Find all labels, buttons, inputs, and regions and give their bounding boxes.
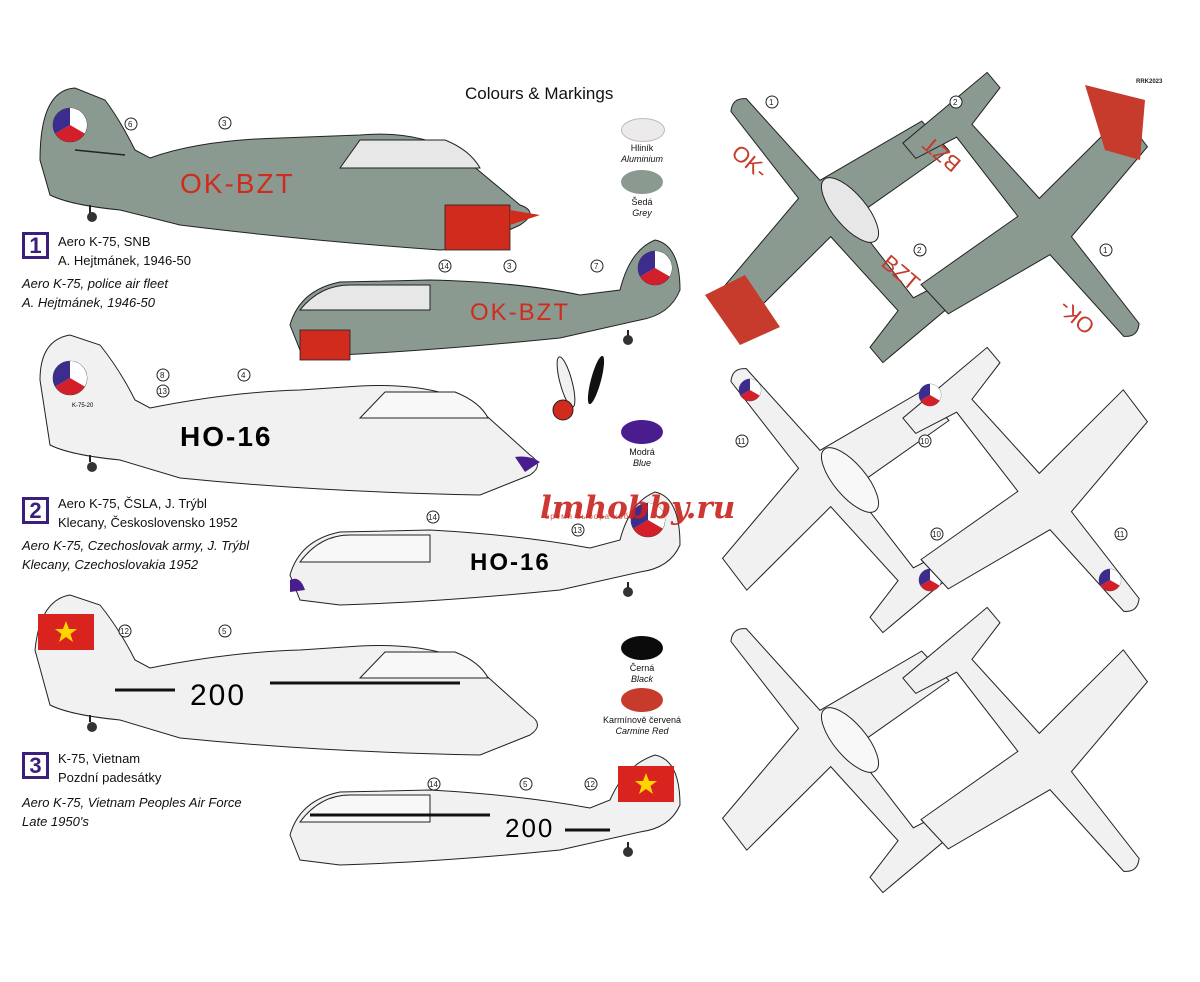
aircraft-3-side-upper: 200 — [34, 594, 538, 756]
propeller-detail — [552, 355, 605, 421]
aircraft-1-side-lower: OK-BZT — [289, 239, 681, 361]
swatch-black — [621, 636, 663, 660]
callout-14c: 14 — [429, 780, 438, 789]
scheme-3-caption: K-75, Vietnam Pozdní padesátky — [58, 749, 161, 787]
plan-views: OK- BZT BZT OK- 1 2 2 1 11 10 10 11 — [690, 60, 1190, 900]
scheme-2-en-2: Klecany, Czechoslovakia 1952 — [22, 557, 199, 572]
side-views: OK-BZT OK-BZT K-75-20 HO-16 HO-16 — [34, 87, 681, 866]
scheme-1-en-2: A. Hejtmánek, 1946-50 — [22, 295, 155, 310]
aircraft-1-registration: OK-BZT — [180, 168, 295, 199]
scheme-1-en-1: Aero K-75, police air fleet — [22, 276, 168, 291]
swatch-aluminium-cz: Hliník — [630, 143, 654, 153]
scheme-2-caption: Aero K-75, ČSLA, J. Trýbl Klecany, Česko… — [58, 494, 238, 532]
scheme-1-line-2: A. Hejtmánek, 1946-50 — [58, 253, 191, 268]
callout-5b: 5 — [523, 780, 528, 789]
callout-6: 6 — [128, 120, 133, 129]
callout-7: 7 — [594, 262, 599, 271]
swatch-carmine-red-en: Carmine Red — [615, 726, 669, 736]
callout-11b: 11 — [1116, 530, 1125, 539]
swatch-blue-cz: Modrá — [629, 447, 655, 457]
scheme-3-line-1: K-75, Vietnam — [58, 751, 141, 766]
swatch-grey-en: Grey — [632, 208, 652, 218]
swatch-aluminium-en: Aluminium — [620, 154, 663, 164]
scheme-2-en-1: Aero K-75, Czechoslovak army, J. Trýbl — [22, 538, 250, 553]
aircraft-2-tail-code: K-75-20 — [72, 403, 94, 409]
scheme-2-line-1: Aero K-75, ČSLA, J. Trýbl — [58, 496, 207, 511]
watermark-subtitle: время выбора хобби — [545, 512, 641, 521]
scheme-3-line-2: Pozdní padesátky — [58, 770, 162, 785]
scheme-3-en-2: Late 1950's — [22, 814, 89, 829]
scheme-1-badge: 1 — [22, 232, 49, 259]
scheme-3-badge: 3 — [22, 752, 49, 779]
callouts-side: 6 3 14 3 7 8 13 4 14 13 12 5 14 5 12 — [118, 116, 604, 791]
callout-1: 1 — [769, 98, 774, 107]
scheme-3-en-1: Aero K-75, Vietnam Peoples Air Force — [22, 795, 242, 810]
scheme-1-caption: Aero K-75, SNB A. Hejtmánek, 1946-50 — [58, 232, 191, 270]
scheme-2-line-2: Klecany, Československo 1952 — [58, 515, 238, 530]
aircraft-3-side-lower: 200 — [289, 754, 681, 866]
scheme-1-line-1: Aero K-75, SNB — [58, 234, 151, 249]
swatch-carmine-red-cz: Karmínově červená — [602, 715, 682, 725]
sheet-code: RRK2023 — [1136, 79, 1163, 85]
swatch-aluminium — [621, 118, 665, 142]
aircraft-3b-registration: 200 — [505, 813, 554, 843]
watermark: lmhobby.ru — [540, 490, 736, 526]
callout-13b: 13 — [573, 526, 582, 535]
plan-3-top — [690, 545, 1027, 900]
callout-8: 8 — [160, 371, 165, 380]
aircraft-2-registration: HO-16 — [180, 421, 272, 452]
swatch-blue — [621, 420, 663, 444]
scheme-1-caption-en: Aero K-75, police air fleet A. Hejtmánek… — [22, 274, 168, 312]
callout-14: 14 — [440, 262, 449, 271]
aircraft-2-side-upper: K-75-20 HO-16 — [39, 334, 540, 496]
plan-1-bottom-grey: BZT OK- — [843, 60, 1190, 420]
callout-4: 4 — [241, 371, 246, 380]
aircraft-2b-registration: HO-16 — [470, 549, 551, 576]
callout-10b: 10 — [932, 530, 941, 539]
swatch-black-en: Black — [630, 674, 653, 684]
swatch-blue-en: Blue — [632, 458, 651, 468]
aircraft-3-registration: 200 — [190, 679, 246, 712]
callout-13: 13 — [158, 387, 167, 396]
callout-14b: 14 — [428, 513, 437, 522]
callout-2b: 2 — [953, 98, 958, 107]
scheme-3-caption-en: Aero K-75, Vietnam Peoples Air Force Lat… — [22, 793, 242, 831]
scheme-2-badge: 2 — [22, 497, 49, 524]
callout-3b: 3 — [507, 262, 512, 271]
callouts-plan: 1 2 2 1 11 10 10 11 — [735, 95, 1128, 541]
plan-2-bottom — [843, 297, 1190, 695]
swatch-black-cz: Černá — [629, 663, 655, 673]
aircraft-1-side-upper: OK-BZT — [39, 87, 540, 251]
callout-12: 12 — [120, 627, 129, 636]
callout-3: 3 — [222, 119, 227, 128]
callout-1b: 1 — [1103, 246, 1108, 255]
callout-11: 11 — [737, 437, 746, 446]
callout-12b: 12 — [586, 780, 595, 789]
swatch-carmine-red — [621, 688, 663, 712]
page-title: Colours & Markings — [465, 84, 614, 103]
scheme-2-caption-en: Aero K-75, Czechoslovak army, J. Trýbl K… — [22, 536, 249, 574]
callout-5: 5 — [222, 627, 227, 636]
swatch-grey-cz: Šedá — [631, 197, 653, 207]
aircraft-1b-registration: OK-BZT — [470, 299, 570, 326]
plan-2-top — [690, 285, 1027, 683]
swatch-grey — [621, 170, 663, 194]
callout-10: 10 — [920, 437, 929, 446]
callout-2: 2 — [917, 246, 922, 255]
aircraft-2-side-lower: HO-16 — [289, 491, 681, 606]
